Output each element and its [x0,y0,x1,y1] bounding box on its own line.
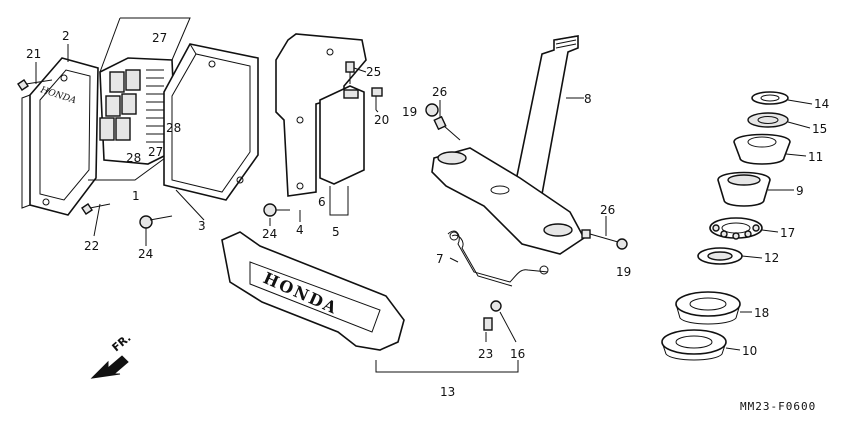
ball-bearing-17 [709,217,763,240]
label-23: 23 [478,347,493,361]
label-28: 28 [126,151,141,165]
label-14: 14 [814,97,829,111]
group-5-bracket [329,186,349,216]
dust-seal-12 [697,247,743,265]
label-15: 15 [812,122,827,136]
label-27: 27 [152,31,167,45]
front-arrow-icon: FR. [90,331,134,379]
top-cone-race-11 [733,133,791,165]
bearing-race-10 [661,329,727,361]
front-marker-text: FR. [110,331,134,354]
label-28: 28 [166,121,181,135]
group-13-bracket [375,360,519,373]
label-9: 9 [796,184,804,198]
bolt-23 [483,317,493,331]
label-4: 4 [296,223,304,237]
bolt-19b [616,238,628,250]
label-27: 27 [148,145,163,159]
screw-25 [345,61,355,84]
label-2: 2 [62,29,70,43]
label-26: 26 [432,85,447,99]
bolt-24a [139,215,173,229]
bolt-26a [433,115,461,141]
relay-module [319,85,365,185]
screw-22 [81,203,111,215]
screw-21 [17,79,53,91]
label-17: 17 [780,226,795,240]
lock-washer-14 [751,91,789,105]
label-21: 21 [26,47,41,61]
label-26: 26 [600,203,615,217]
mounting-bracket [275,33,367,197]
label-5: 5 [332,225,340,239]
label-6: 6 [318,195,326,209]
label-16: 16 [510,347,525,361]
label-19: 19 [616,265,631,279]
label-7: 7 [436,252,444,266]
wire-clip [447,230,549,287]
bolt-26b [581,229,619,243]
label-3: 3 [198,219,206,233]
bolt-24b [263,203,290,217]
diagram-code: MM23-F0600 [740,400,816,413]
bolt-20 [371,87,383,110]
label-18: 18 [754,306,769,320]
nut-16 [490,300,502,312]
fuse-box-case [163,43,259,201]
label-24: 24 [262,227,277,241]
label-12: 12 [764,251,779,265]
label-13: 13 [440,385,455,399]
fuse-box-cover: HONDA [21,57,99,216]
label-25: 25 [366,65,381,79]
bolt-19a [425,103,439,117]
group-1-bracket [88,17,191,181]
bottom-bridge [431,147,586,255]
callout-labels: 21 2 27 28 28 27 1 22 24 3 25 20 24 4 6 … [26,29,829,399]
label-8: 8 [584,92,592,106]
label-11: 11 [808,150,823,164]
label-24: 24 [138,247,153,261]
label-20: 20 [374,113,389,127]
leader-lines [35,44,813,351]
nut-15 [747,112,789,128]
bearing-18 [675,291,741,325]
label-19: 19 [402,105,417,119]
bearing-cup-9 [717,171,771,207]
front-cover: HONDA [221,231,405,351]
label-1: 1 [132,189,140,203]
label-22: 22 [84,239,99,253]
label-10: 10 [742,344,757,358]
